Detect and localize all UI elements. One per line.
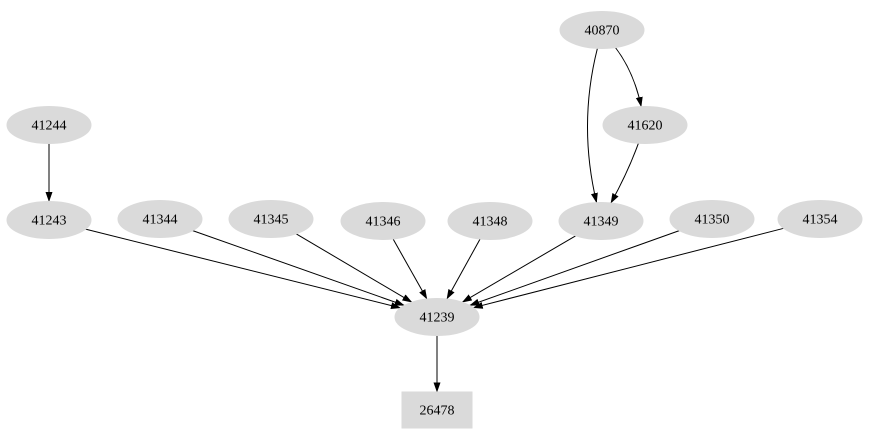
node-ellipse-shape (394, 298, 480, 336)
node-label-41239: 41239 (420, 311, 455, 326)
node-label-41243: 41243 (32, 214, 67, 229)
node-label-40870: 40870 (585, 24, 620, 39)
node-label-41620: 41620 (628, 119, 663, 134)
node-label-41345: 41345 (254, 213, 289, 228)
node-ellipse-shape (340, 202, 426, 240)
node-41345: 41345 (228, 200, 314, 238)
edge-41344-to-41239 (192, 230, 405, 306)
node-ellipse-shape (558, 202, 644, 240)
node-ellipse-shape (777, 200, 863, 238)
edge-41243-to-41239 (85, 228, 401, 309)
node-41239: 41239 (394, 298, 480, 336)
node-label-41344: 41344 (143, 213, 178, 228)
node-41350: 41350 (669, 200, 755, 238)
edge-41349-to-41239 (461, 235, 576, 303)
edge-40870-to-41349 (587, 48, 598, 204)
node-label-26478: 26478 (420, 404, 455, 419)
node-label-41354: 41354 (803, 213, 838, 228)
node-41244: 41244 (6, 106, 92, 144)
node-ellipse-shape (447, 202, 533, 240)
node-ellipse-shape (669, 200, 755, 238)
node-41620: 41620 (602, 106, 688, 144)
edge-40870-to-41620 (615, 47, 643, 108)
node-41344: 41344 (117, 200, 203, 238)
node-26478: 26478 (401, 391, 473, 429)
node-41243: 41243 (6, 201, 92, 239)
edge-41346-to-41239 (392, 238, 428, 300)
node-label-41346: 41346 (366, 215, 401, 230)
node-label-41350: 41350 (695, 213, 730, 228)
node-41348: 41348 (447, 202, 533, 240)
node-ellipse-shape (559, 11, 645, 49)
edge-41620-to-41349 (610, 143, 639, 204)
node-ellipse-shape (228, 200, 314, 238)
node-ellipse-shape (6, 106, 92, 144)
edge-41354-to-41239 (472, 227, 784, 309)
node-41349: 41349 (558, 202, 644, 240)
node-label-41348: 41348 (473, 215, 508, 230)
node-41354: 41354 (777, 200, 863, 238)
node-box-shape (401, 391, 473, 429)
node-ellipse-shape (117, 200, 203, 238)
node-ellipse-shape (6, 201, 92, 239)
edge-41348-to-41239 (446, 238, 481, 300)
node-41346: 41346 (340, 202, 426, 240)
edge-41350-to-41239 (469, 230, 680, 306)
node-label-41244: 41244 (32, 119, 67, 134)
node-label-41349: 41349 (584, 215, 619, 230)
node-ellipse-shape (602, 106, 688, 144)
node-40870: 40870 (559, 11, 645, 49)
edge-41345-to-41239 (295, 233, 413, 303)
